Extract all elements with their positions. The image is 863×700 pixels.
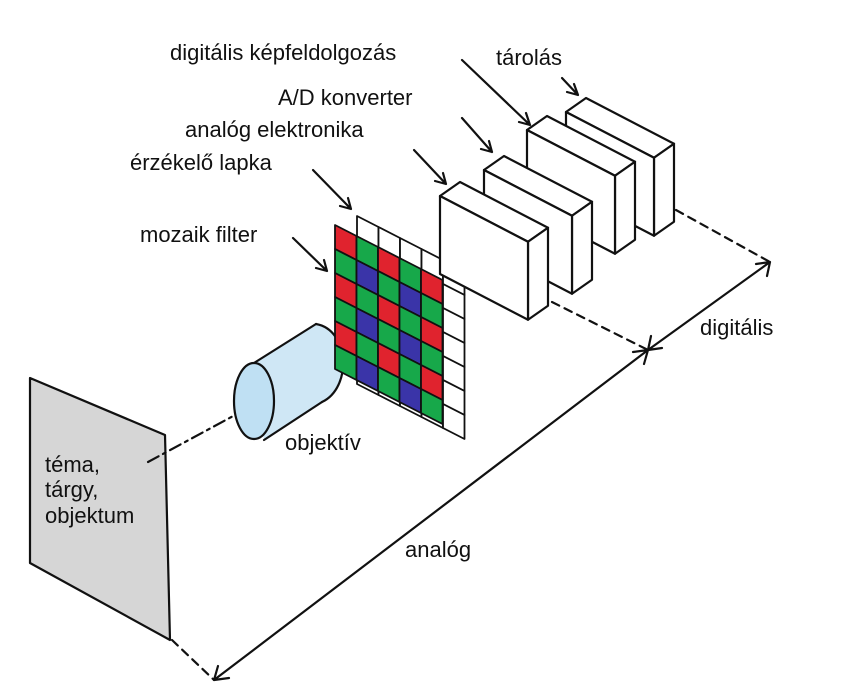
label-storage: tárolás <box>496 45 563 70</box>
digital-range-arrow <box>646 260 772 352</box>
label-digital: digitális <box>700 315 774 340</box>
arrow-sensor-chip <box>311 168 353 211</box>
arrow-digital-processing <box>460 58 532 127</box>
label-digital-processing: digitális képfeldolgozás <box>170 40 397 65</box>
processing-boxes <box>438 96 676 321</box>
arrow-mosaic-filter <box>291 236 329 273</box>
dashed-line-subject-end <box>170 638 216 682</box>
label-analog-electronics: analóg elektronika <box>185 117 364 142</box>
dashed-line-digital-end <box>674 208 772 264</box>
label-subject-line: tárgy, <box>45 477 99 503</box>
pointer-arrows <box>291 58 580 273</box>
label-analog: analóg <box>405 537 472 562</box>
label-lens: objektív <box>285 430 361 455</box>
arrow-ad-converter <box>460 116 494 154</box>
label-ad-converter: A/D konverter <box>278 85 413 110</box>
mosaic-cell <box>420 388 444 425</box>
optical-axis-segment <box>146 406 250 464</box>
label-subject-line: objektum <box>45 502 135 528</box>
label-sensor-chip: érzékelő lapka <box>130 150 272 175</box>
lens <box>232 322 345 442</box>
label-subject: téma, tárgy, objektum <box>45 452 165 528</box>
mosaic-filter <box>334 224 444 425</box>
analog-range-arrow <box>212 348 650 682</box>
dashed-line-analog-end <box>550 300 650 352</box>
box-analog-electronics <box>438 180 550 321</box>
label-mosaic-filter: mozaik filter <box>140 222 258 247</box>
label-subject-line: téma, <box>45 452 101 477</box>
arrow-analog-electronics <box>412 148 448 186</box>
subject-plane <box>28 376 172 642</box>
arrow-storage <box>560 76 580 97</box>
